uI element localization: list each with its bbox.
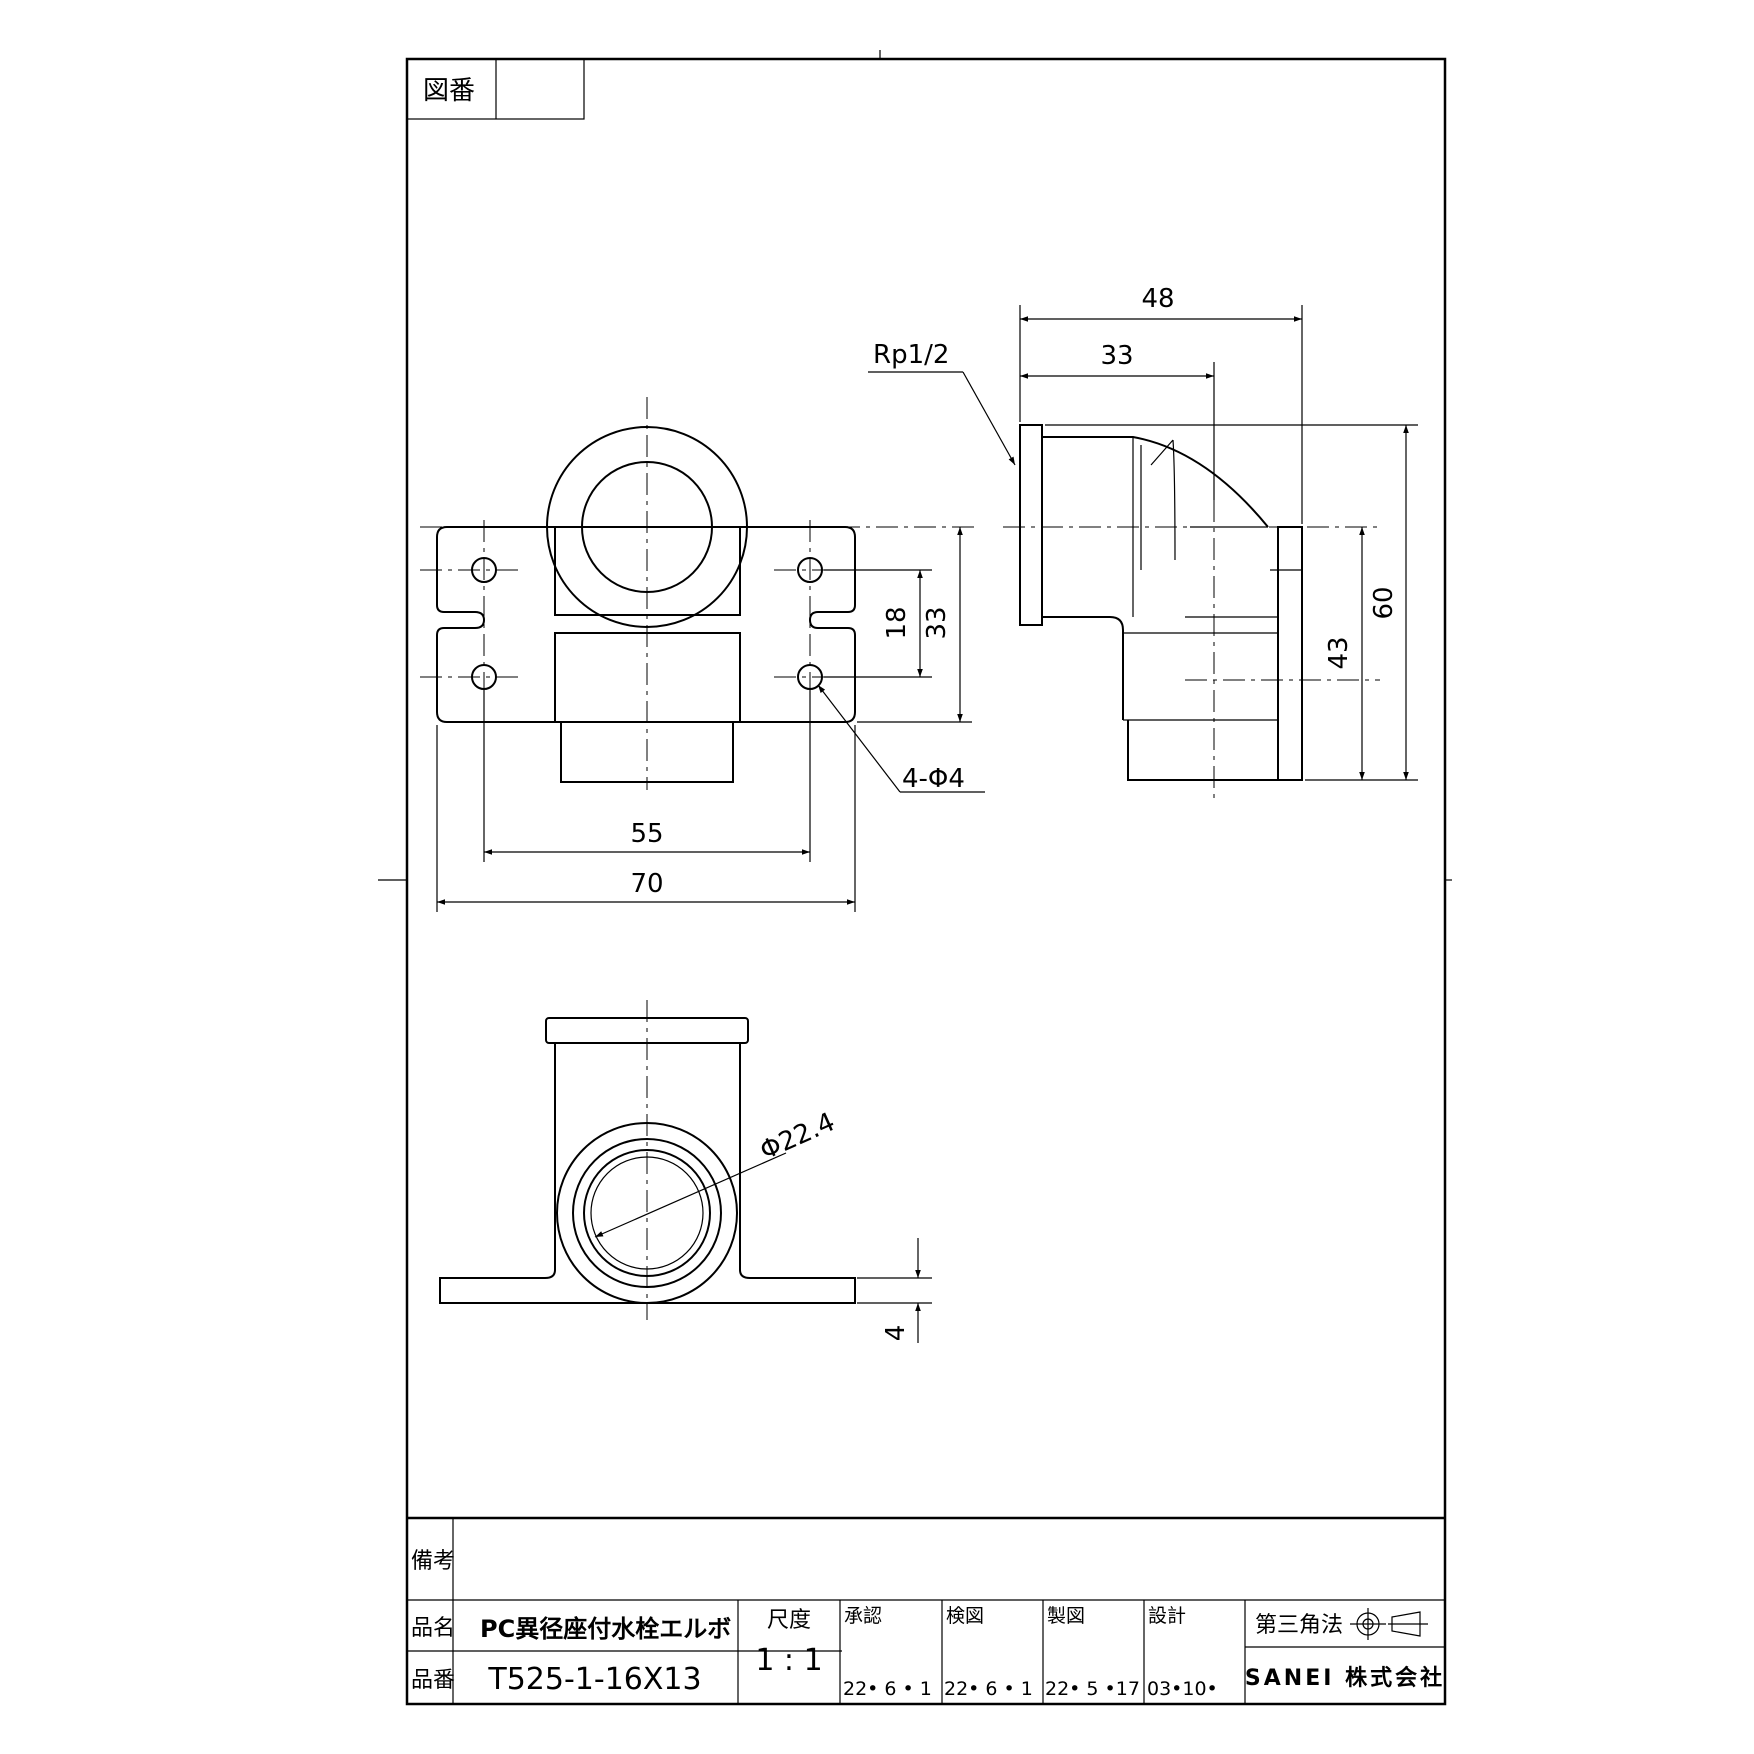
scale-label: 尺度 — [767, 1608, 811, 1633]
side-flange-plate — [1019, 424, 1043, 626]
bottom-inner-bore — [583, 1149, 711, 1277]
drawing-number-label: 図番 — [423, 76, 475, 106]
draft-date: 22• 5 •17 — [1045, 1678, 1140, 1700]
name-label: 品名 — [411, 1616, 455, 1641]
dim-33-front: 33 — [922, 606, 952, 639]
bottom-view: Φ22.4 4 — [439, 1000, 932, 1343]
remarks-label: 備考 — [411, 1549, 455, 1574]
part-value: T525-1-16X13 — [487, 1662, 701, 1697]
mount-hole-tr — [797, 557, 823, 583]
dim-inner-dia: Φ22.4 — [756, 1107, 840, 1166]
bottom-outer-ring — [556, 1122, 738, 1304]
approval-label: 承認 — [844, 1605, 882, 1627]
bottom-top-cap — [545, 1017, 749, 1044]
front-view: 4-Φ4 55 70 18 33 — [420, 397, 985, 912]
dim-43: 43 — [1324, 636, 1354, 669]
third-angle-projection-icon — [1350, 1608, 1428, 1640]
company-name: SANEI 株式会社 — [1245, 1665, 1445, 1691]
sheet-frame — [378, 50, 1452, 1706]
dim-33-side: 33 — [1100, 341, 1133, 371]
design-label: 設計 — [1148, 1605, 1186, 1627]
dim-thread-spec: Rp1/2 — [873, 340, 949, 370]
mount-hole-tl — [471, 557, 497, 583]
dim-48: 48 — [1141, 284, 1174, 314]
dim-18: 18 — [882, 606, 912, 639]
part-label: 品番 — [411, 1668, 455, 1693]
front-flange-outline — [436, 526, 856, 723]
dim-4: 4 — [881, 1325, 911, 1342]
front-boss-inner — [581, 461, 713, 593]
title-block: 備考 品名 PC異径座付水栓エルボ 品番 T525-1-16X13 尺度 1 :… — [407, 1516, 1445, 1704]
drawing-number-box: 図番 — [406, 58, 585, 120]
side-outlet-ring — [1277, 526, 1303, 781]
approval-date: 22• 6 • 1 — [843, 1678, 932, 1700]
mount-hole-bl — [471, 664, 497, 690]
mount-hole-br — [797, 664, 823, 690]
projection-label: 第三角法 — [1255, 1613, 1343, 1638]
check-label: 検図 — [946, 1605, 984, 1627]
front-boss-outer — [546, 426, 748, 628]
dim-60: 60 — [1369, 586, 1399, 619]
dim-hole-spec: 4-Φ4 — [902, 764, 965, 794]
draft-label: 製図 — [1047, 1605, 1085, 1627]
check-date: 22• 6 • 1 — [944, 1678, 1033, 1700]
name-value: PC異径座付水栓エルボ — [480, 1615, 731, 1643]
design-date: 03•10• — [1147, 1678, 1218, 1700]
scale-value: 1 : 1 — [755, 1643, 822, 1678]
dim-55: 55 — [630, 819, 663, 849]
dim-70: 70 — [630, 869, 663, 899]
side-view: Rp1/2 48 33 60 43 — [868, 284, 1418, 800]
